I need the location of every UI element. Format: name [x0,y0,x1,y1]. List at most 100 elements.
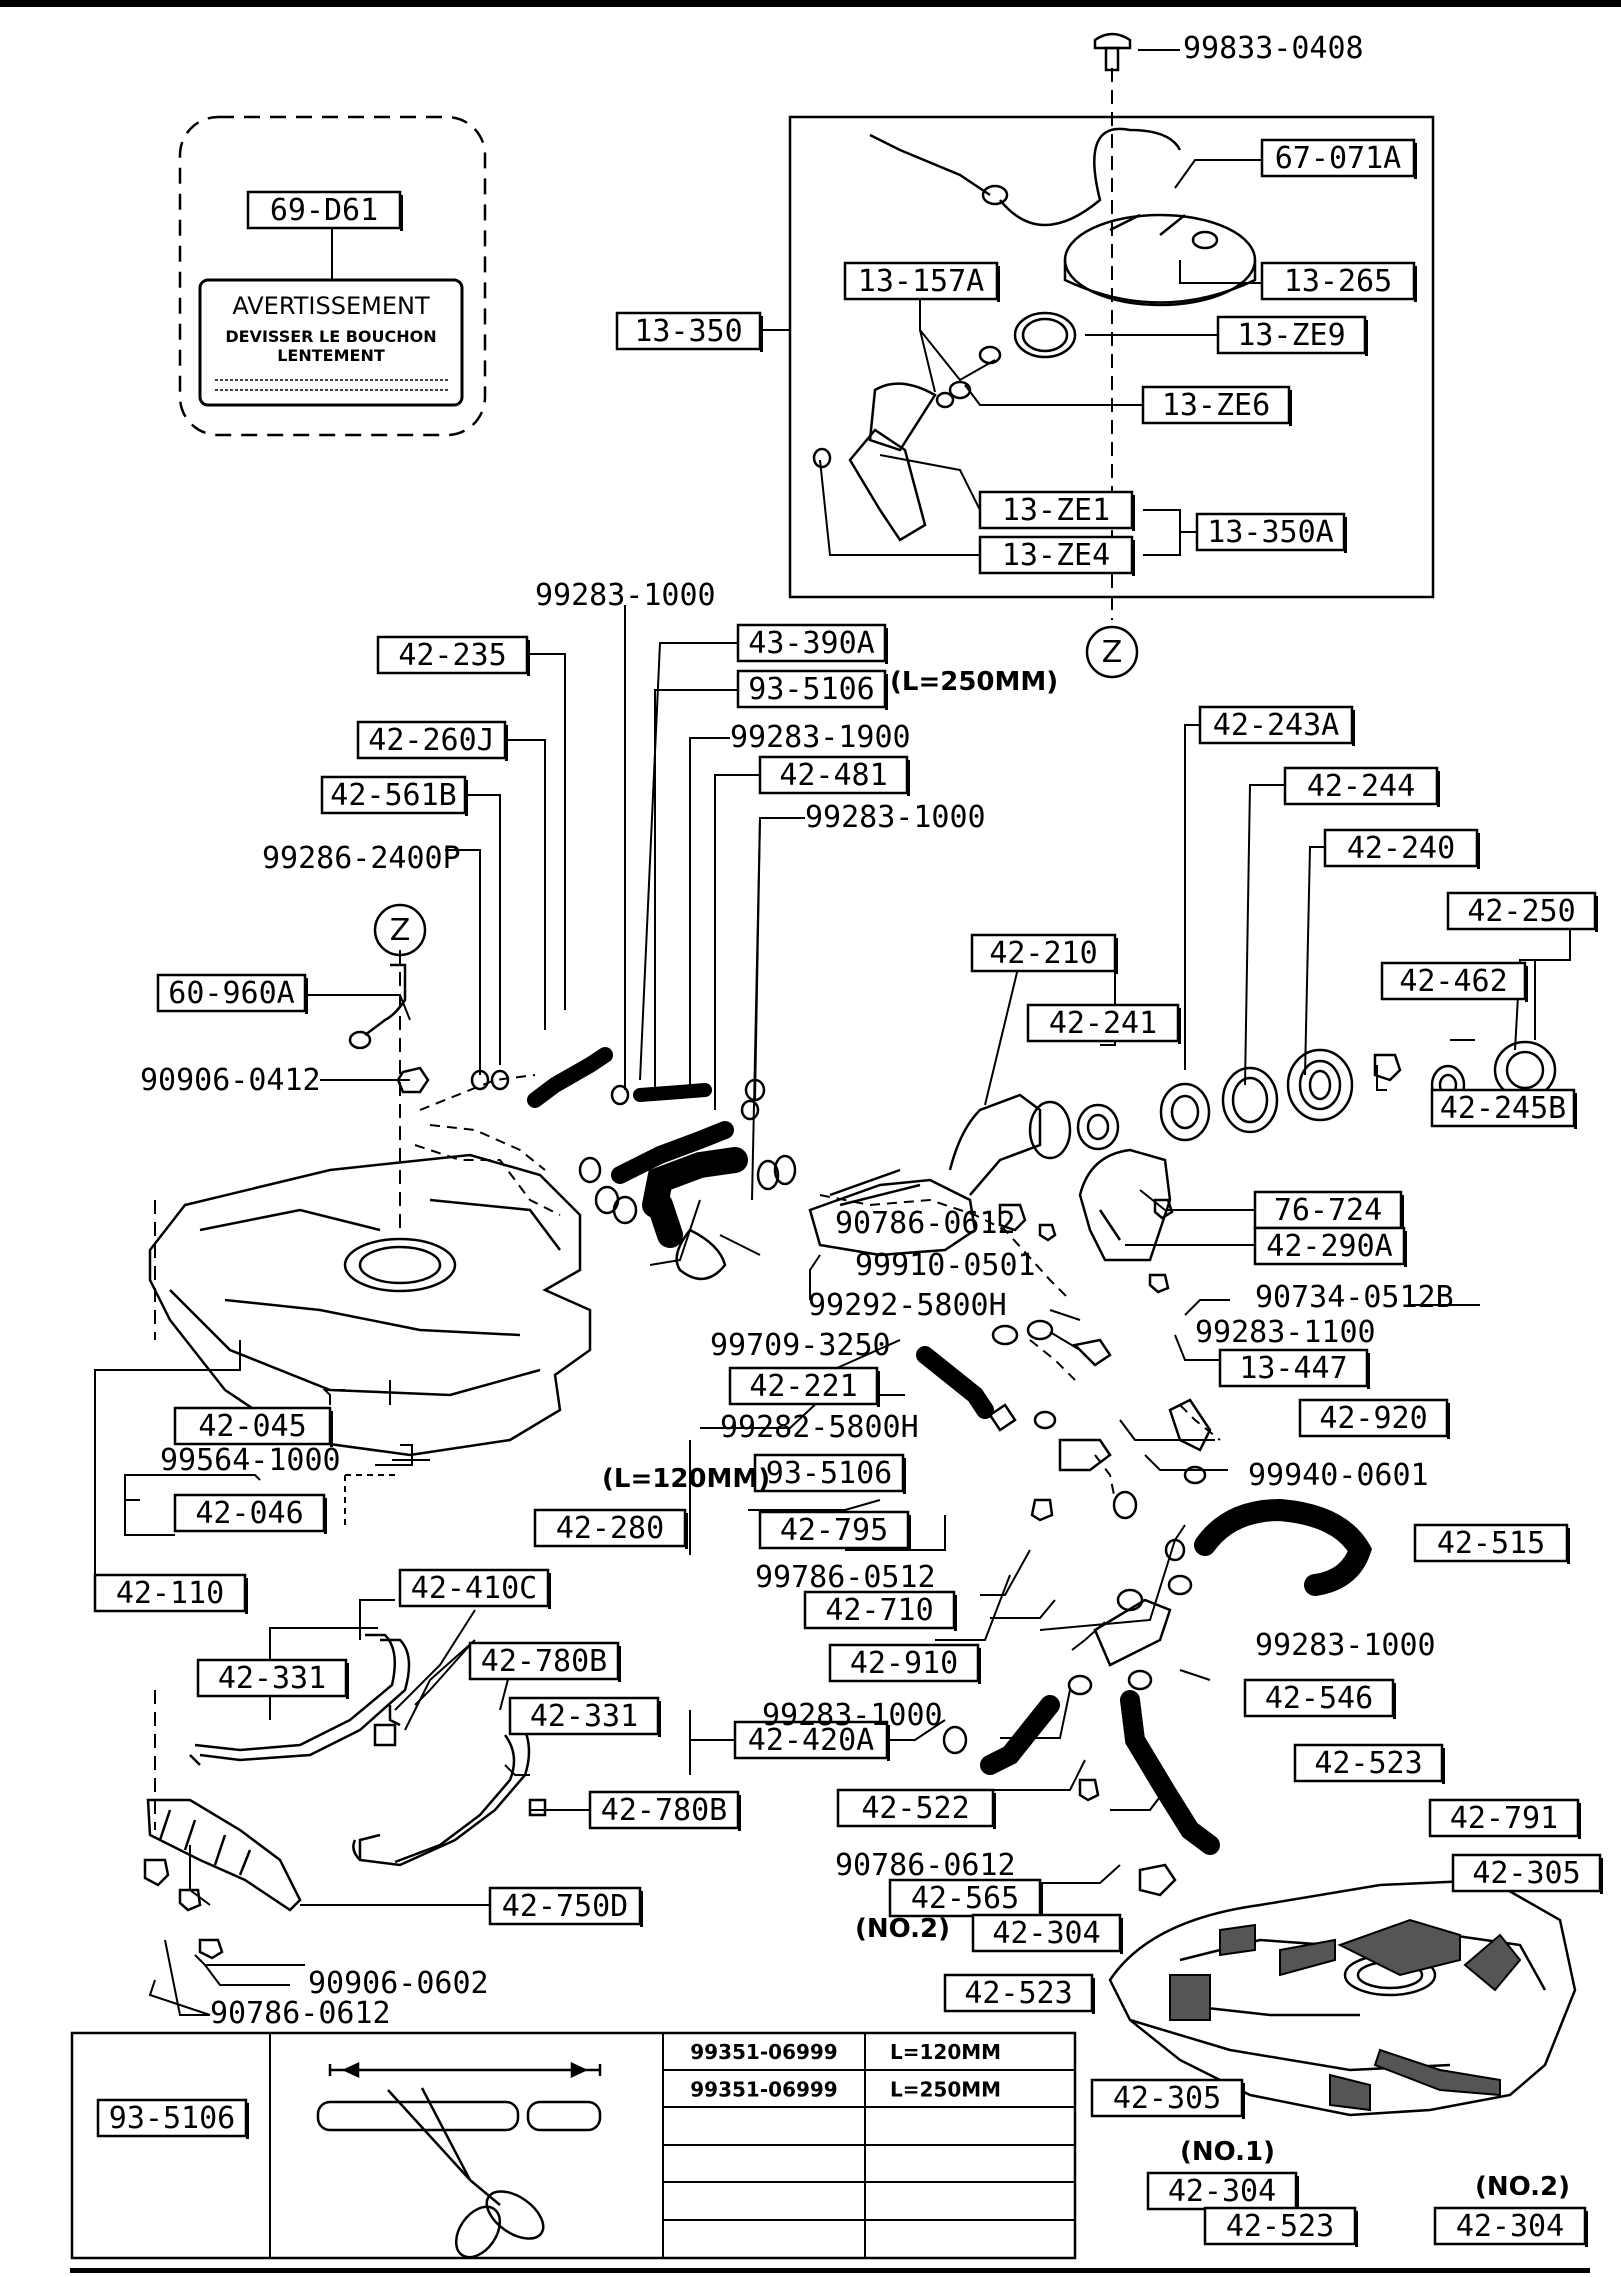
part-label-box: 42-331 [508,1696,661,1737]
part-code: 42-750D [502,1889,628,1924]
part-label-box: 42-561B [320,775,468,816]
part-label-frame [1218,1348,1369,1388]
part-label-box: 42-795 [758,1510,911,1551]
part-label-box: 42-280 [533,1508,688,1549]
part-number: 99283-1000 [805,800,986,835]
part-label-box: 42-791 [1428,1798,1581,1839]
part-label-shadow [1525,966,1528,1002]
warning-line2: LENTEMENT [277,346,385,365]
part-label-shadow [1092,1978,1095,2014]
part-label-box: 76-724 [1253,1190,1404,1231]
pad-523-top-icon [1337,1918,1461,1977]
sender-unit-icon [364,963,407,1036]
part-label-box: 93-5106 [736,669,888,710]
part-number: 99833-0408 [1183,31,1364,66]
part-code: 42-481 [779,758,887,793]
part-label-shadow [618,1646,621,1682]
part-label-shadow [885,674,888,710]
part-code: 42-110 [116,1576,224,1611]
part-label-box: 42-750D [488,1886,643,1927]
filler-pipe-icon [948,1093,1042,1196]
part-label-box: 42-780B [468,1641,621,1682]
part-label-shadow [346,1663,349,1699]
part-label-shadow [877,1371,880,1407]
part-label-box: 13-ZE4 [978,535,1135,576]
part-label-box: 42-110 [93,1573,248,1614]
part-label-box: 42-260J [356,720,508,761]
part-label-frame [1323,828,1479,868]
warning-code: 69-D61 [270,193,378,228]
part-label-frame [1433,2206,1587,2246]
strap-331-upper-icon [199,1638,411,1762]
part-code: 13-ZE9 [1237,318,1345,353]
part-label-frame [758,1510,910,1550]
part-label-frame [758,755,909,795]
part-code: 42-250 [1467,894,1575,929]
part-label-shadow [1120,1918,1123,1954]
gasket-icon [1076,1103,1120,1151]
part-number: 90786-0612 [835,1206,1016,1241]
leader-lines [94,49,1571,2016]
part-label-frame [1283,766,1439,806]
scissors-icon [387,2089,471,2181]
pad-304-icon [1279,1938,1336,1977]
part-label-box: 67-071A [1260,138,1417,179]
part-label-box: 13-265 [1260,261,1417,302]
part-label-shadow [1414,266,1417,302]
part-label-box: 42-240 [1323,828,1480,869]
part-code: 42-210 [989,936,1097,971]
part-code: 13-350A [1207,515,1333,550]
part-label-box: 42-304 [971,1913,1123,1954]
part-code: 42-410C [411,1571,537,1606]
part-label-frame [1141,385,1291,425]
part-code: 93-5106 [766,1456,892,1491]
part-label-frame [943,1973,1094,2013]
part-code: 42-780B [481,1644,607,1679]
hose-table [70,2031,1077,2260]
part-code: 42-515 [1437,1526,1545,1561]
part-code: 42-304 [992,1916,1100,1951]
part-code: 42-522 [861,1791,969,1826]
part-number: (L=250MM) [890,667,1058,697]
part-code: 42-523 [1314,1746,1422,1781]
filler-neck-icon [808,1178,977,1257]
bracket-920-icon [1168,1398,1212,1452]
part-label-box: 42-304 [1146,2171,1299,2212]
part-label-frame [156,973,307,1013]
part-label-box: 42-780B [588,1790,741,1831]
part-label-shadow [1437,771,1440,807]
part-label-frame [196,1658,348,1698]
part-number: (L=120MM) [602,1464,770,1494]
part-label-shadow [1447,1403,1450,1439]
part-label-frame [1428,1798,1580,1838]
part-code: 42-710 [825,1593,933,1628]
part-number: 99282-5800H [720,1410,919,1445]
part-label-shadow [640,1891,643,1927]
fuel-tank-icon [148,1153,592,1457]
nut-icon [396,1066,430,1094]
part-number: 99283-1900 [730,720,911,755]
z-marker: Z [1102,635,1123,670]
part-label-frame [488,1886,642,1926]
part-label-shadow [330,1411,333,1447]
fuel-tank-opening-icon [343,1237,457,1293]
strap-clamp-icon [675,1228,727,1280]
bolt-icon [1373,1053,1402,1082]
part-label-shadow [1367,1353,1370,1389]
part-number: 99283-1000 [535,578,716,613]
part-number: 90786-0612 [835,1848,1016,1883]
nut-0602-icon [198,1938,224,1960]
part-code: 42-910 [850,1646,958,1681]
part-label-box: 42-210 [970,933,1118,974]
part-label-shadow [1567,1528,1570,1564]
part-label-box: 42-331 [196,1658,349,1699]
warning-line1: DEVISSER LE BOUCHON [225,327,436,346]
part-code: 42-565 [911,1881,1019,1916]
part-label-shadow [885,628,888,664]
part-code: 42-045 [198,1409,306,1444]
part-label-box: 42-221 [728,1366,880,1407]
part-label-shadow [1365,320,1368,356]
part-code: 42-523 [964,1976,1072,2011]
pad-523-bottom-icon [1329,2073,1371,2112]
part-label-shadow [1289,390,1292,426]
